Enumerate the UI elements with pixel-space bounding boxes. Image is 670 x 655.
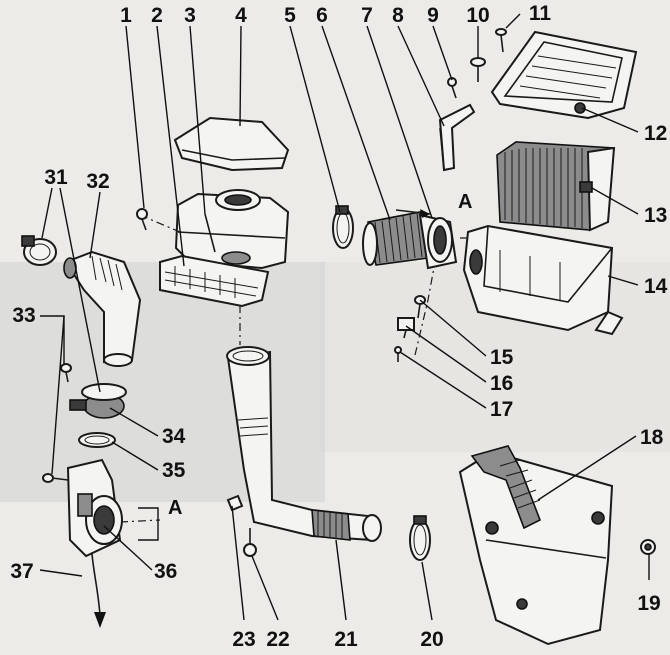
part-1-screw: [136, 208, 148, 231]
callout-7: 7: [361, 4, 373, 27]
callout-labels: 1 2 3 4 5 6 7 8 9 10 11 12 13 14 15 16 1…: [10, 2, 667, 651]
part-20-hose-clamp: [409, 515, 431, 561]
callout-5: 5: [284, 4, 296, 27]
part-12-filter-housing-lid: [490, 30, 638, 120]
part-10-screw: [470, 57, 486, 82]
callout-9: 9: [427, 4, 439, 27]
marker-a-bottom: A: [168, 497, 182, 519]
callout-20: 20: [420, 628, 443, 651]
part-18-intake-silencer: [458, 445, 614, 646]
callout-33: 33: [12, 304, 35, 327]
callout-34: 34: [162, 425, 186, 448]
callout-1: 1: [120, 4, 132, 27]
leader-lines: [39, 13, 650, 621]
part-35-seal-ring: [78, 432, 116, 448]
callout-12: 12: [644, 122, 667, 145]
part-16-valve: [397, 317, 415, 339]
callout-14: 14: [644, 275, 668, 298]
part-3-resonator-housing: [174, 189, 290, 270]
callout-35: 35: [162, 459, 186, 482]
callout-22: 22: [266, 628, 289, 651]
callout-36: 36: [154, 560, 177, 583]
part-19-grommet: [640, 539, 656, 555]
callout-13: 13: [644, 204, 667, 227]
callout-32: 32: [86, 170, 109, 193]
part-17-pin: [394, 346, 402, 362]
part-2-resonator-tray: [159, 254, 270, 308]
callout-6: 6: [316, 4, 328, 27]
callout-21: 21: [334, 628, 358, 651]
callout-19: 19: [637, 592, 660, 615]
callout-2: 2: [151, 4, 163, 27]
callout-37: 37: [10, 560, 33, 583]
part-4-resonator-cover: [173, 116, 290, 172]
part-9-bracket-screw: [447, 77, 457, 99]
part-32-corrugated-hose: [63, 250, 142, 367]
part-34-throttle-connector: [69, 383, 127, 419]
marker-a-top: A: [458, 191, 472, 213]
callout-17: 17: [490, 398, 513, 421]
assembly-axis-5: [119, 519, 161, 523]
callout-23: 23: [232, 628, 255, 651]
part-11-screw: [495, 28, 507, 53]
callout-3: 3: [184, 4, 196, 27]
callout-8: 8: [392, 4, 404, 27]
part-33-screws: [42, 363, 72, 483]
part-13-filter-element: [496, 141, 616, 232]
part-5-hose-clamp: [332, 205, 354, 249]
callout-16: 16: [490, 372, 513, 395]
callout-18: 18: [640, 426, 664, 449]
part-14-lower-filter-housing: [462, 224, 624, 336]
callout-31: 31: [44, 166, 68, 189]
assembly-axis-1: [139, 214, 181, 233]
assembly-axis-4: [414, 261, 436, 356]
part-7-duct-flange: [395, 209, 458, 270]
part-36-air-mass-meter: [66, 458, 123, 558]
part-22-nut: [243, 528, 257, 557]
part-31-hose-clamp: [21, 235, 57, 266]
part-8-mounting-bracket: [438, 103, 476, 172]
callout-15: 15: [490, 346, 514, 369]
callout-11: 11: [529, 2, 552, 25]
part-21-intake-pipe: [226, 346, 382, 542]
part-6-intake-hose: [362, 211, 429, 266]
callout-10: 10: [466, 4, 489, 27]
part-23-clip: [226, 494, 244, 512]
part-37-cable: [91, 553, 106, 628]
callout-4: 4: [235, 4, 247, 27]
